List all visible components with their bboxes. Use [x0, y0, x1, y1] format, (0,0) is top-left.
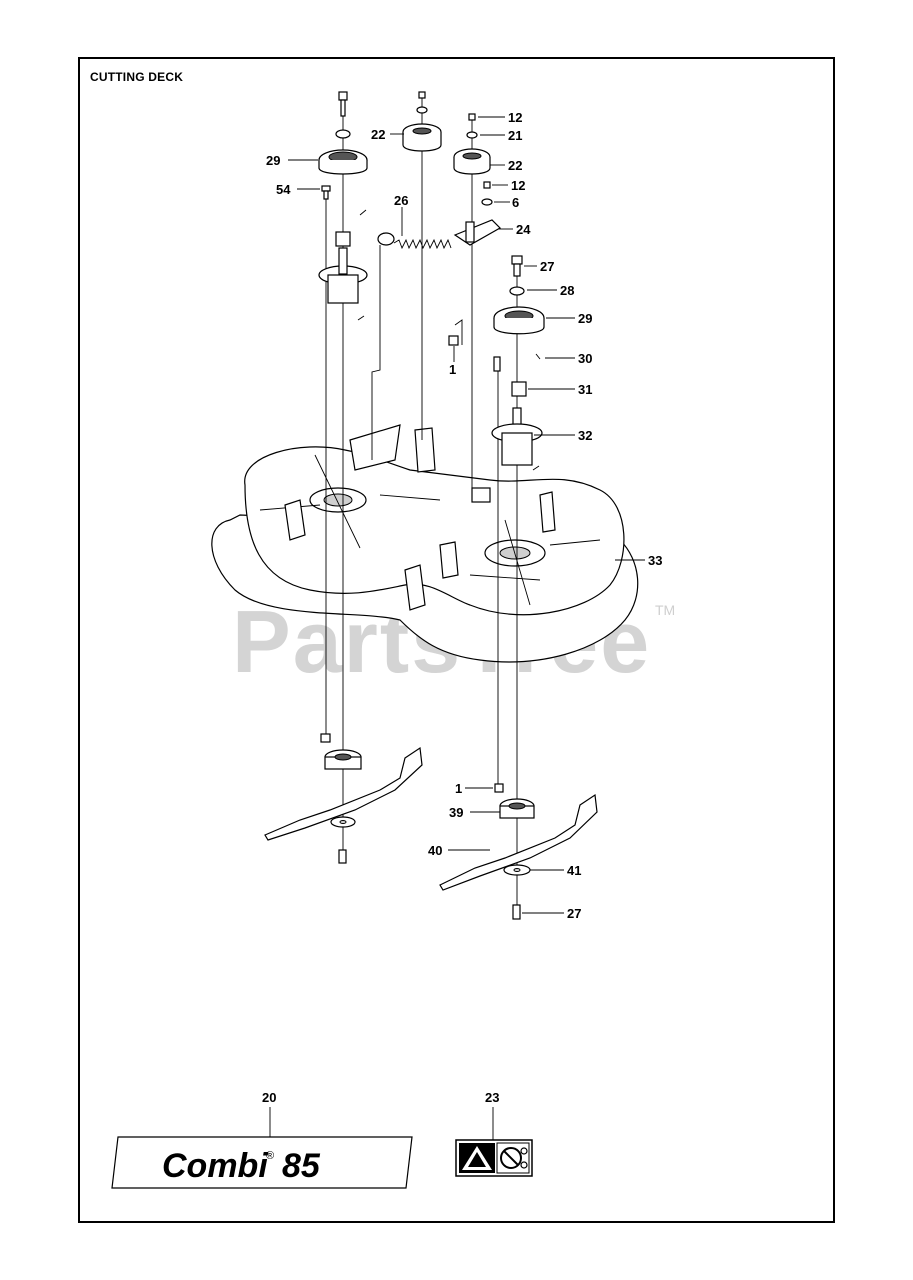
callout-27: 27 [540, 259, 554, 274]
callout-1: 1 [449, 362, 456, 377]
callout-20: 20 [262, 1090, 276, 1105]
diagram-frame [78, 57, 835, 1223]
callout-27: 27 [567, 906, 581, 921]
callout-12: 12 [511, 178, 525, 193]
callout-26: 26 [394, 193, 408, 208]
callout-29: 29 [578, 311, 592, 326]
callout-29: 29 [266, 153, 280, 168]
right-spindle-stack [439, 255, 598, 920]
callout-30: 30 [578, 351, 592, 366]
decal-brand: Combi [162, 1147, 269, 1185]
callout-24: 24 [516, 222, 531, 237]
callout-23: 23 [485, 1090, 499, 1105]
callout-41: 41 [567, 863, 581, 878]
decal-model: 85 [282, 1147, 321, 1185]
callout-54: 54 [276, 182, 291, 197]
tension-spring [371, 232, 452, 460]
decal-registered: ® [266, 1150, 274, 1162]
page-title: CUTTING DECK [90, 70, 184, 84]
callout-40: 40 [428, 843, 442, 858]
model-decal: Combi ® 85 [111, 1136, 413, 1189]
callout-6: 6 [512, 195, 519, 210]
cutting-deck-shell [211, 424, 639, 663]
callout-28: 28 [560, 283, 574, 298]
watermark-trademark: TM [655, 602, 675, 618]
callout-22: 22 [371, 127, 385, 142]
callout-22: 22 [508, 158, 522, 173]
callout-21: 21 [508, 128, 522, 143]
callout-32: 32 [578, 428, 592, 443]
callout-33: 33 [648, 553, 662, 568]
idler-pulley-stack-left [402, 91, 442, 440]
safety-decal [455, 1139, 533, 1177]
callout-12: 12 [508, 110, 522, 125]
left-spindle-stack [264, 91, 423, 864]
callout-39: 39 [449, 805, 463, 820]
nut-upper [448, 319, 463, 346]
callouts: 12 22 21 29 22 54 12 26 6 24 27 28 29 30… [262, 110, 662, 1140]
callout-1: 1 [455, 781, 462, 796]
callout-31: 31 [578, 382, 592, 397]
idler-pulley-stack-right [453, 113, 501, 500]
